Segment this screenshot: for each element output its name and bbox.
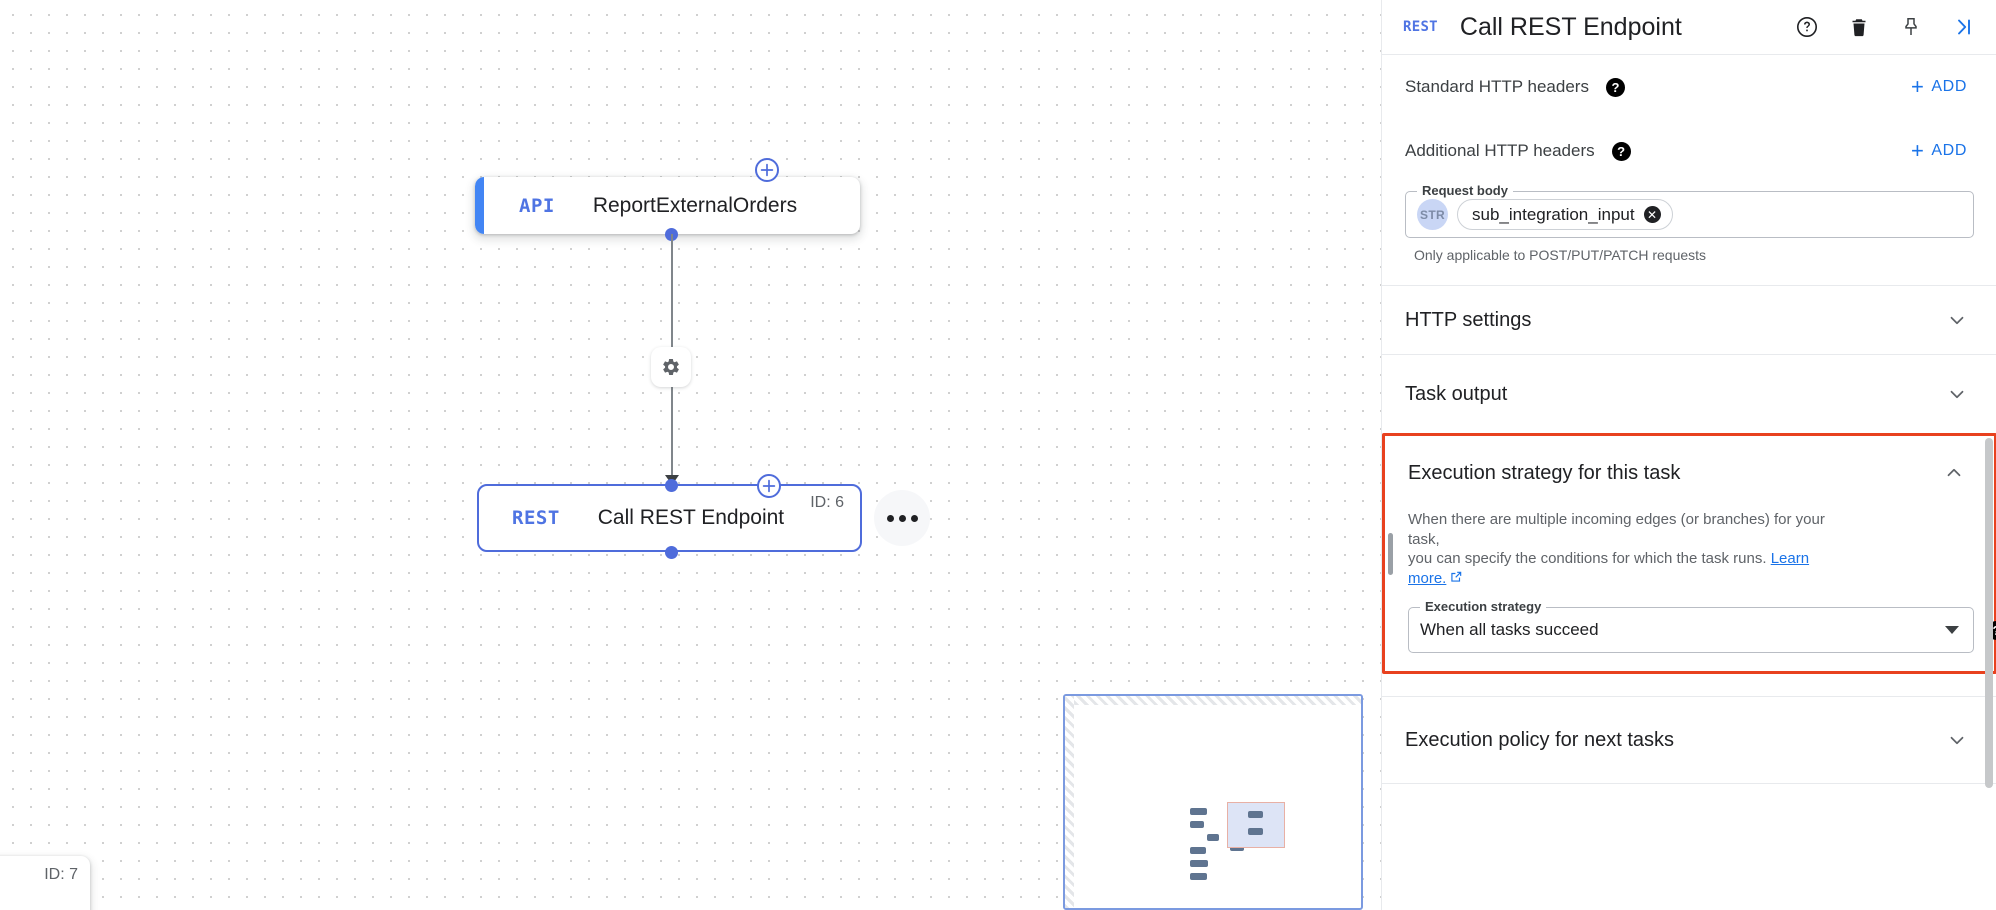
additional-http-headers-row: Additional HTTP headers ? + ADD bbox=[1382, 125, 1996, 177]
node-more-options-icon[interactable] bbox=[874, 490, 930, 546]
node-rest[interactable]: REST Call REST Endpoint ID: 6 bbox=[477, 484, 862, 552]
pin-icon[interactable] bbox=[1898, 14, 1924, 40]
help-filled-icon[interactable]: ? bbox=[1611, 141, 1631, 161]
section-task-output[interactable]: Task output bbox=[1382, 355, 1996, 433]
add-standard-header-button[interactable]: + ADD bbox=[1911, 76, 1967, 98]
open-in-new-icon[interactable] bbox=[1449, 571, 1463, 588]
chevron-up-icon[interactable] bbox=[1943, 462, 1965, 484]
dot bbox=[910, 514, 918, 522]
trash-icon[interactable] bbox=[1846, 14, 1872, 40]
chevron-down-icon[interactable] bbox=[1946, 383, 1968, 405]
variable-type-badge: STR bbox=[1417, 199, 1448, 230]
execution-strategy-value: When all tasks succeed bbox=[1420, 620, 1599, 639]
divider bbox=[1382, 285, 1996, 286]
chip-label: sub_integration_input bbox=[1472, 204, 1635, 224]
page-title: Call REST Endpoint bbox=[1459, 12, 1682, 41]
execution-strategy-section: Execution strategy for this task When th… bbox=[1382, 433, 1996, 674]
workflow-canvas[interactable]: API ReportExternalOrders REST Call REST … bbox=[0, 0, 1381, 910]
panel-scrollbar[interactable] bbox=[1985, 438, 1993, 788]
dot bbox=[886, 514, 894, 522]
chevron-down-icon[interactable] bbox=[1946, 729, 1968, 751]
add-label: ADD bbox=[1931, 142, 1967, 159]
node-label: Call REST Endpoint bbox=[597, 506, 785, 529]
edge-settings-gear-icon[interactable] bbox=[651, 347, 691, 387]
section-title: Execution policy for next tasks bbox=[1405, 728, 1675, 751]
standard-http-headers-row: Standard HTTP headers ? + ADD bbox=[1382, 61, 1996, 113]
section-execution-strategy-header[interactable]: Execution strategy for this task bbox=[1385, 436, 1994, 510]
node-accent-bar bbox=[475, 177, 484, 234]
minimap-edge bbox=[1230, 846, 1244, 851]
add-node-after-rest-icon[interactable] bbox=[757, 474, 781, 498]
description-line-1: When there are multiple incoming edges (… bbox=[1408, 511, 1825, 548]
request-body-variable-chip[interactable]: sub_integration_input ✕ bbox=[1457, 199, 1673, 230]
arrow-drop-down-icon[interactable] bbox=[1945, 626, 1959, 634]
panel-header-actions bbox=[1794, 14, 1976, 40]
node-partial-offscreen[interactable]: ID: 7 bbox=[0, 856, 90, 910]
learn-more-link[interactable]: Learn more. bbox=[1408, 550, 1810, 587]
clear-icon[interactable]: ✕ bbox=[1643, 206, 1661, 223]
minimap-nodes bbox=[1190, 808, 1219, 886]
execution-strategy-legend: Execution strategy bbox=[1420, 599, 1547, 614]
add-node-after-api-icon[interactable] bbox=[755, 158, 779, 182]
collapse-right-icon[interactable] bbox=[1950, 14, 1976, 40]
section-execution-policy[interactable]: Execution policy for next tasks bbox=[1382, 697, 1996, 783]
node-id-label: ID: 6 bbox=[810, 494, 844, 511]
add-label: ADD bbox=[1931, 78, 1967, 95]
node-type-badge: API bbox=[519, 194, 555, 217]
request-body-field[interactable]: Request body STR sub_integration_input ✕ bbox=[1405, 183, 1974, 238]
execution-strategy-description: When there are multiple incoming edges (… bbox=[1385, 510, 1855, 589]
panel-inner-scrollbar[interactable] bbox=[1388, 533, 1393, 575]
node-type-badge: REST bbox=[512, 507, 560, 529]
divider bbox=[1382, 696, 1996, 697]
panel-header: REST Call REST Endpoint bbox=[1382, 0, 1996, 55]
help-circle-icon[interactable] bbox=[1794, 14, 1820, 40]
description-line-2: you can specify the conditions for which… bbox=[1408, 550, 1767, 567]
divider bbox=[1382, 783, 1996, 784]
section-title: Execution strategy for this task bbox=[1408, 461, 1681, 484]
canvas-minimap[interactable] bbox=[1063, 694, 1363, 910]
panel-type-badge: REST bbox=[1403, 19, 1438, 35]
chevron-down-icon[interactable] bbox=[1946, 309, 1968, 331]
section-title: Task output bbox=[1405, 382, 1508, 405]
additional-http-headers-label: Additional HTTP headers bbox=[1405, 141, 1595, 160]
plus-icon: + bbox=[1910, 74, 1925, 99]
request-body-legend: Request body bbox=[1417, 183, 1513, 198]
node-rest-input-port[interactable] bbox=[665, 479, 678, 492]
node-id-label: ID: 7 bbox=[44, 866, 78, 883]
request-body-helper-text: Only applicable to POST/PUT/PATCH reques… bbox=[1414, 247, 1707, 263]
panel-scroll-body[interactable]: Standard HTTP headers ? + ADD Additional… bbox=[1382, 55, 1996, 910]
minimap-hatch-left bbox=[1065, 696, 1074, 908]
divider bbox=[1382, 354, 1996, 355]
section-title: HTTP settings bbox=[1405, 308, 1532, 331]
node-label: ReportExternalOrders bbox=[592, 193, 798, 217]
node-rest-output-port[interactable] bbox=[665, 546, 678, 559]
plus-icon: + bbox=[1910, 138, 1925, 163]
help-filled-icon[interactable]: ? bbox=[1605, 77, 1625, 97]
add-additional-header-button[interactable]: + ADD bbox=[1911, 140, 1967, 162]
minimap-viewport[interactable] bbox=[1227, 802, 1285, 848]
section-http-settings[interactable]: HTTP settings bbox=[1382, 286, 1996, 354]
task-config-panel: REST Call REST Endpoint bbox=[1381, 0, 1996, 910]
node-api[interactable]: API ReportExternalOrders bbox=[475, 177, 860, 234]
dot bbox=[898, 514, 906, 522]
standard-http-headers-label: Standard HTTP headers bbox=[1405, 77, 1589, 96]
execution-strategy-select[interactable]: Execution strategy When all tasks succee… bbox=[1408, 599, 1996, 653]
minimap-hatch-top bbox=[1065, 696, 1361, 705]
